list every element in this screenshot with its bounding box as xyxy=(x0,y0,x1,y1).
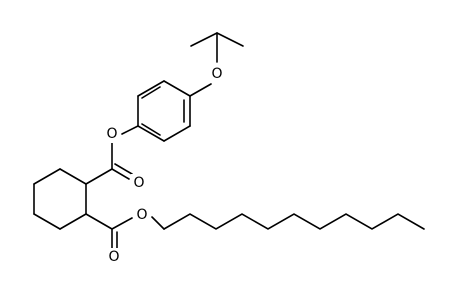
bond-oxygen-to-chain xyxy=(151,216,165,230)
bond-cyclohexane-to-lower-carbonyl xyxy=(85,213,113,230)
upper-carbonyl xyxy=(111,163,133,180)
atom-label-upper-carbonyl-oxygen: O xyxy=(133,175,144,191)
label-background xyxy=(106,248,122,266)
bond-lower-carbonyl-to-oxygen xyxy=(111,217,133,230)
carbonyl-double-bond xyxy=(114,163,133,175)
isopropyl-group xyxy=(190,32,244,63)
bond-ether-oxygen-to-ring xyxy=(189,83,212,97)
ring-bond xyxy=(33,168,61,185)
ring-bond xyxy=(137,125,165,142)
ring-bond xyxy=(163,80,191,97)
atom-label-lower-carbonyl-oxygen: O xyxy=(108,249,119,265)
undecyl-chain xyxy=(163,213,425,230)
bond-isopropyl-left-methyl xyxy=(190,32,218,47)
atom-label-alkoxy-oxygen: O xyxy=(136,207,147,223)
label-background xyxy=(104,125,120,143)
ring-double-bond xyxy=(141,86,161,99)
atom-label-ether-oxygen: O xyxy=(211,66,222,82)
bond-isopropyl-right-methyl xyxy=(216,32,244,47)
ring-bond xyxy=(137,80,165,97)
carbonyl-double-bond xyxy=(111,168,130,180)
label-background xyxy=(131,174,147,192)
ring-bond xyxy=(59,213,87,230)
ring-bond xyxy=(59,168,87,185)
bond-cyclohexane-to-upper-carbonyl xyxy=(85,168,113,185)
ring-double-bond xyxy=(141,123,161,136)
atom-label-phenyl-ester-oxygen: O xyxy=(106,126,117,142)
lower-carbonyl xyxy=(111,228,118,249)
bond-ring-to-ester-oxygen xyxy=(121,125,139,135)
label-background xyxy=(134,206,150,224)
benzene-ring xyxy=(137,80,191,142)
label-background xyxy=(209,65,225,83)
ring-bond xyxy=(163,125,191,142)
ring-bond xyxy=(33,213,61,230)
cyclohexane-ring xyxy=(33,168,87,230)
atom-labels: O O O O O xyxy=(104,65,225,266)
